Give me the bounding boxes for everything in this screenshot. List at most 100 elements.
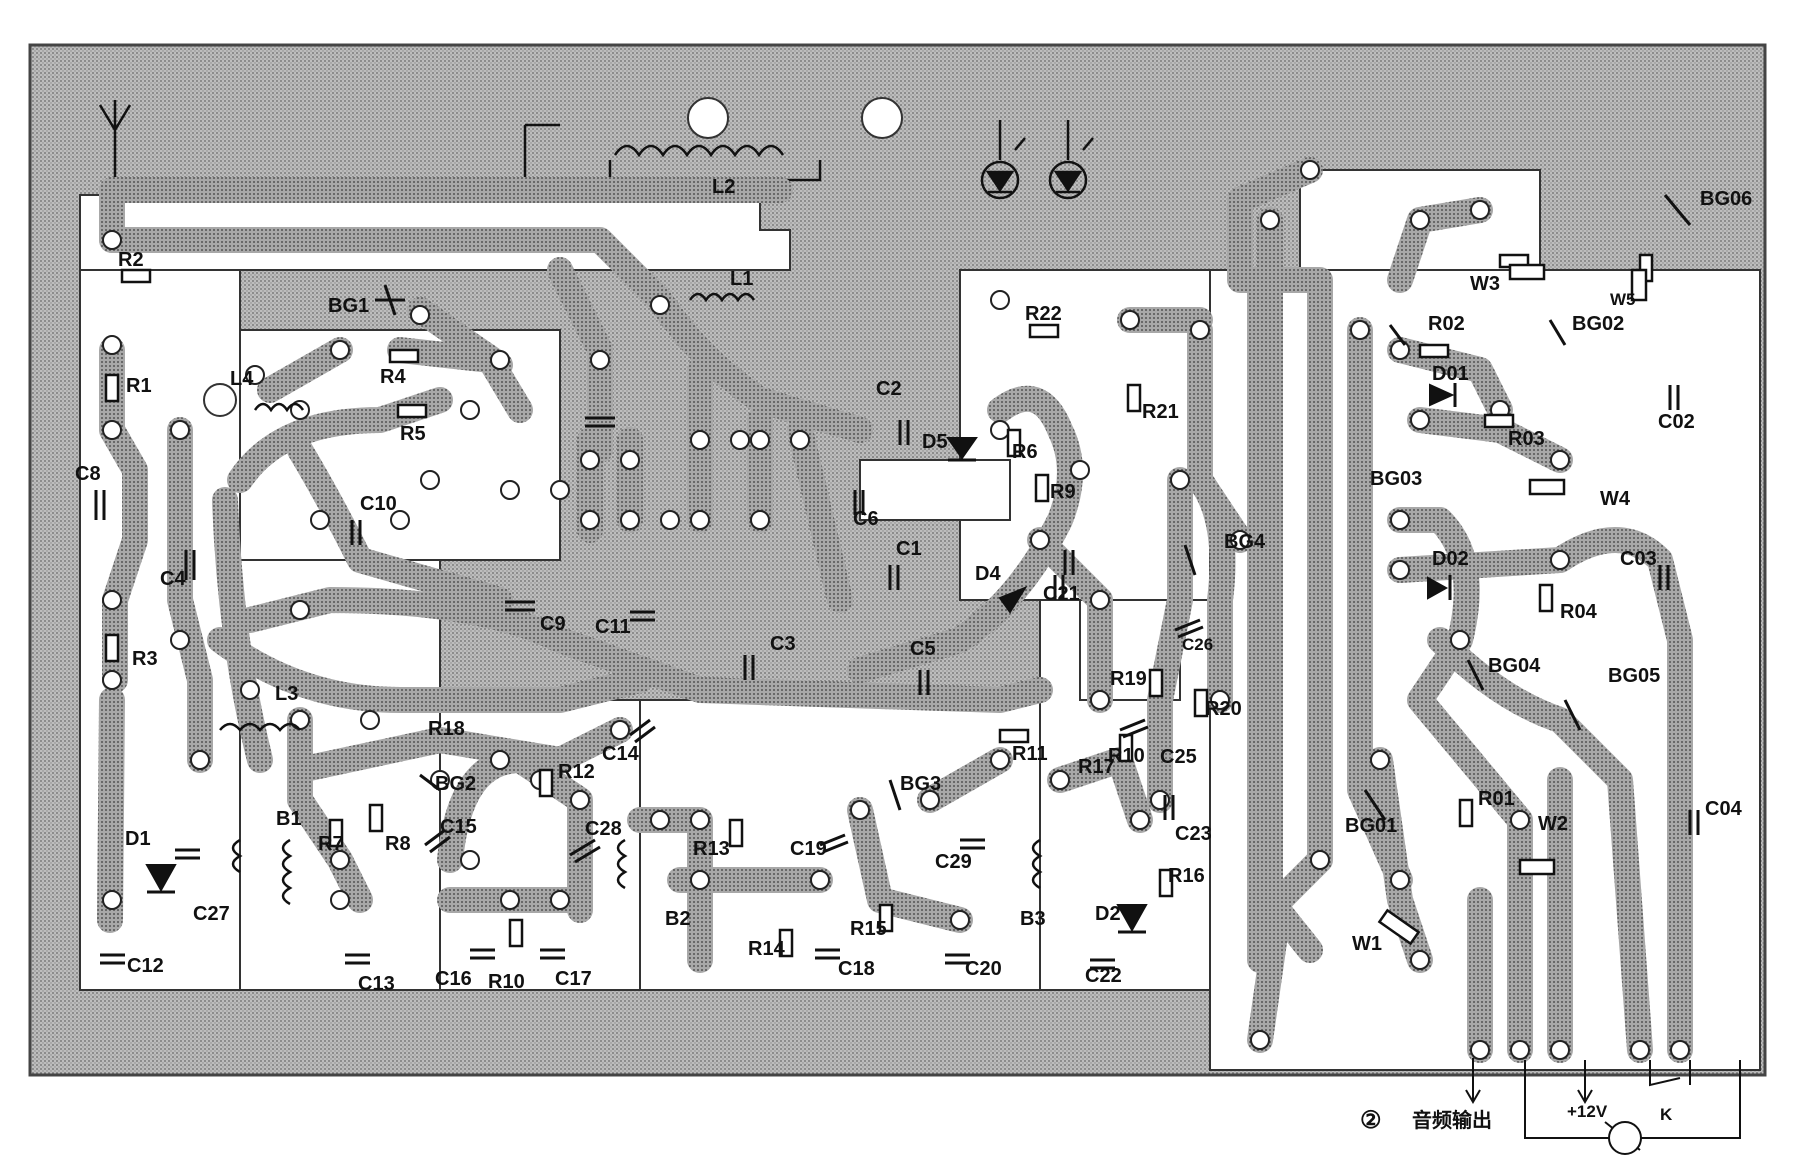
meter-icon (1608, 1121, 1642, 1155)
label-bg03: BG03 (1370, 468, 1422, 490)
label-w2: W2 (1538, 813, 1568, 835)
label-c22: C22 (1085, 965, 1122, 987)
label-r19: R19 (1110, 668, 1147, 690)
label-r01: R01 (1478, 788, 1515, 810)
label-bg4: BG4 (1224, 531, 1266, 553)
label-r1: R1 (126, 375, 152, 397)
label-d02: D02 (1432, 548, 1469, 570)
label-c16: C16 (435, 968, 472, 990)
label-bg02: BG02 (1572, 313, 1624, 335)
label-c6: C6 (853, 508, 879, 530)
label-r8: R8 (385, 833, 411, 855)
led-indicator-icons (980, 120, 1094, 200)
figure-number: ② (1360, 1107, 1382, 1134)
label-c2: C2 (876, 378, 902, 400)
label-c19: C19 (790, 838, 827, 860)
label-r7: R7 (318, 833, 344, 855)
label-r2: R2 (118, 249, 144, 271)
label-w5: W5 (1610, 290, 1636, 309)
label-c8: C8 (75, 463, 101, 485)
label-w1: W1 (1352, 933, 1382, 955)
label-d2: D2 (1095, 903, 1121, 925)
label-r16: R16 (1168, 865, 1205, 887)
label-c10: C10 (360, 493, 397, 515)
label-c02: C02 (1658, 411, 1695, 433)
label-r21: R21 (1142, 401, 1179, 423)
label-c4: C4 (160, 568, 186, 590)
label-r9: R9 (1050, 481, 1076, 503)
label-c28: C28 (585, 818, 622, 840)
component-pads (102, 160, 1690, 1060)
mounting-hole (687, 97, 729, 139)
label-c20: C20 (965, 958, 1002, 980)
label-c12: C12 (127, 955, 164, 977)
resistor-bodies (104, 253, 1654, 958)
label-l1: L1 (730, 268, 753, 290)
label-r22: R22 (1025, 303, 1062, 325)
label-l3: L3 (275, 683, 298, 705)
label-c25: C25 (1160, 746, 1197, 768)
transistor-symbols (375, 194, 1692, 821)
label-r14: R14 (748, 938, 786, 960)
label-r20: R20 (1205, 698, 1242, 720)
label-r12: R12 (558, 761, 595, 783)
label-r04: R04 (1560, 601, 1598, 623)
mounting-hole (861, 97, 903, 139)
label-l4: L4 (230, 368, 254, 390)
label-c11: C11 (595, 616, 631, 638)
label-c15: C15 (440, 816, 477, 838)
label-d4: D4 (975, 563, 1001, 585)
label-c1: C1 (896, 538, 922, 560)
label-r18: R18 (428, 718, 465, 740)
coil-symbols (219, 292, 1043, 906)
label-r13: R13 (693, 838, 730, 860)
label-c21: C21 (1043, 583, 1080, 605)
label-l2: L2 (712, 176, 735, 198)
label-r10b: R10 (488, 971, 525, 993)
supply-voltage-label: +12V (1567, 1102, 1608, 1121)
label-c13: C13 (358, 973, 395, 995)
etched-regions (79, 169, 1761, 1071)
label-c14: C14 (602, 743, 640, 765)
label-c18: C18 (838, 958, 875, 980)
component-labels: R2 R1 C8 C4 R3 L4 BG1 R4 R5 C10 L1 L2 C9… (75, 176, 1752, 995)
label-r03: R03 (1508, 428, 1545, 450)
label-bg04: BG04 (1488, 655, 1541, 677)
label-bg06: BG06 (1700, 188, 1752, 210)
label-c23: C23 (1175, 823, 1212, 845)
label-b3: B3 (1020, 908, 1046, 930)
label-c27: C27 (193, 903, 230, 925)
label-d1: D1 (125, 828, 151, 850)
label-r02: R02 (1428, 313, 1465, 335)
label-r11: R11 (1012, 743, 1048, 765)
label-b1: B1 (276, 808, 302, 830)
label-r10: R10 (1108, 745, 1145, 767)
label-d5: D5 (922, 431, 948, 453)
label-d01: D01 (1432, 363, 1469, 385)
label-c04: C04 (1705, 798, 1743, 820)
label-c29: C29 (935, 851, 972, 873)
label-bg2: BG2 (435, 773, 476, 795)
label-r17: R17 (1078, 756, 1115, 778)
label-w3: W3 (1470, 273, 1500, 295)
label-bg3: BG3 (900, 773, 941, 795)
label-r6: R6 (1012, 441, 1038, 463)
label-bg05: BG05 (1608, 665, 1660, 687)
label-r15: R15 (850, 918, 887, 940)
label-bg1: BG1 (328, 295, 369, 317)
switch-k-label: K (1660, 1105, 1673, 1124)
label-c5: C5 (910, 638, 936, 660)
label-r4: R4 (380, 366, 406, 388)
diode-symbols (145, 383, 1457, 934)
label-c26: C26 (1182, 635, 1213, 654)
label-c3: C3 (770, 633, 796, 655)
label-r5: R5 (400, 423, 426, 445)
label-c9: C9 (540, 613, 566, 635)
label-r3: R3 (132, 648, 158, 670)
label-c17: C17 (555, 968, 592, 990)
potentiometer-symbols (1377, 263, 1648, 946)
audio-output-label: 音频输出 (1412, 1108, 1492, 1132)
label-bg01: BG01 (1345, 815, 1397, 837)
mounting-hole (203, 383, 237, 417)
label-w4: W4 (1600, 488, 1631, 510)
